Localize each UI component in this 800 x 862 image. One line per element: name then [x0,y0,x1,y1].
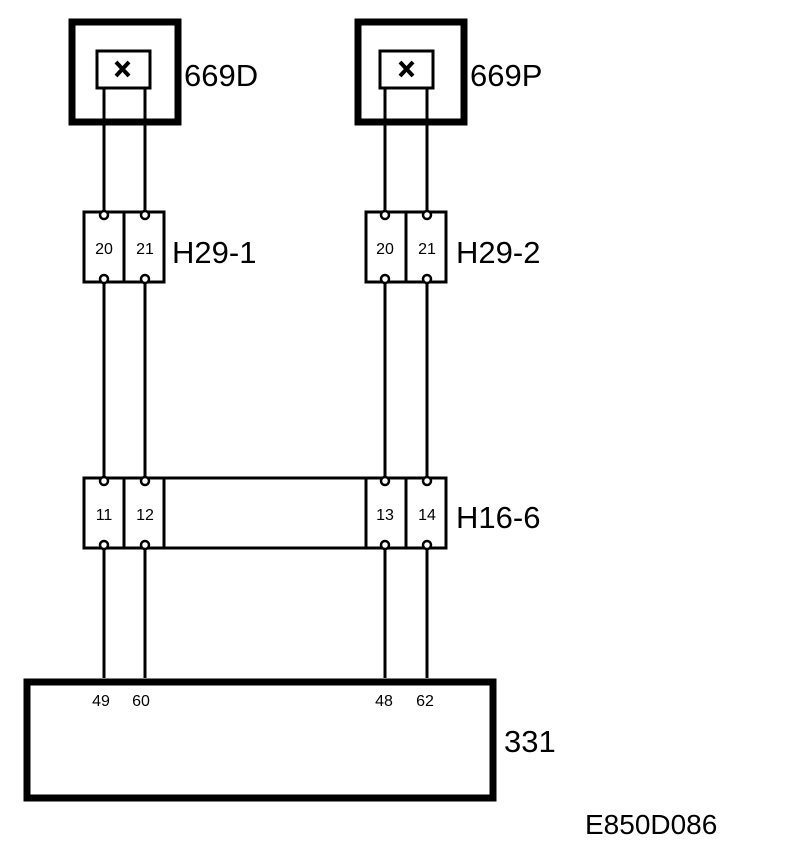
wires [102,88,429,678]
x-mark-glyph [398,60,415,78]
module-331: 49 60 48 62 331 [23,678,556,802]
pin-number: 14 [418,507,436,524]
pin-terminal [98,539,110,551]
pin-number: 13 [376,507,394,524]
component-669d: 669D [68,18,258,126]
x-mark-glyph [114,60,131,78]
pin-terminal [98,475,110,487]
pin-terminal [379,539,391,551]
pin-terminal [98,273,110,285]
pin-number: 49 [92,693,110,710]
pin-number: 20 [95,241,113,258]
label-h16-6: H16-6 [456,500,540,535]
connector-h16-6-body [82,476,448,550]
label-h29-1: H29-1 [172,235,256,270]
label-331: 331 [504,724,556,759]
pin-terminal [421,273,433,285]
pin-terminal [379,475,391,487]
pin-terminal [98,209,110,221]
pin-number: 21 [136,241,154,258]
pin-terminal [139,273,151,285]
pin-number: 21 [418,241,436,258]
component-669p: 669P [354,18,542,126]
pin-terminal [421,539,433,551]
pin-number: 60 [132,693,150,710]
module-331-outline [23,678,497,802]
pin-terminal [139,209,151,221]
figure-code: E850D086 [585,809,717,840]
pin-number: 20 [376,241,394,258]
pin-terminal [421,209,433,221]
pin-terminal [379,209,391,221]
component-669d-outline [68,18,182,126]
connector-h29-2: 20 21 H29-2 [364,209,540,285]
pin-terminal [139,539,151,551]
label-h29-2: H29-2 [456,235,540,270]
pin-number: 48 [375,693,393,710]
pin-number: 11 [96,507,113,524]
pin-terminal [421,475,433,487]
component-669p-outline [354,18,468,126]
pin-number: 12 [136,507,154,524]
connector-h29-1: 20 21 H29-1 [82,209,256,285]
pin-terminal [379,273,391,285]
pin-terminal [139,475,151,487]
pin-number: 62 [416,693,434,710]
label-669p: 669P [470,58,542,93]
label-669d: 669D [184,58,258,93]
x-mark-icon [378,49,435,90]
connector-h16-6: 11 12 13 14 H16-6 [82,475,540,551]
